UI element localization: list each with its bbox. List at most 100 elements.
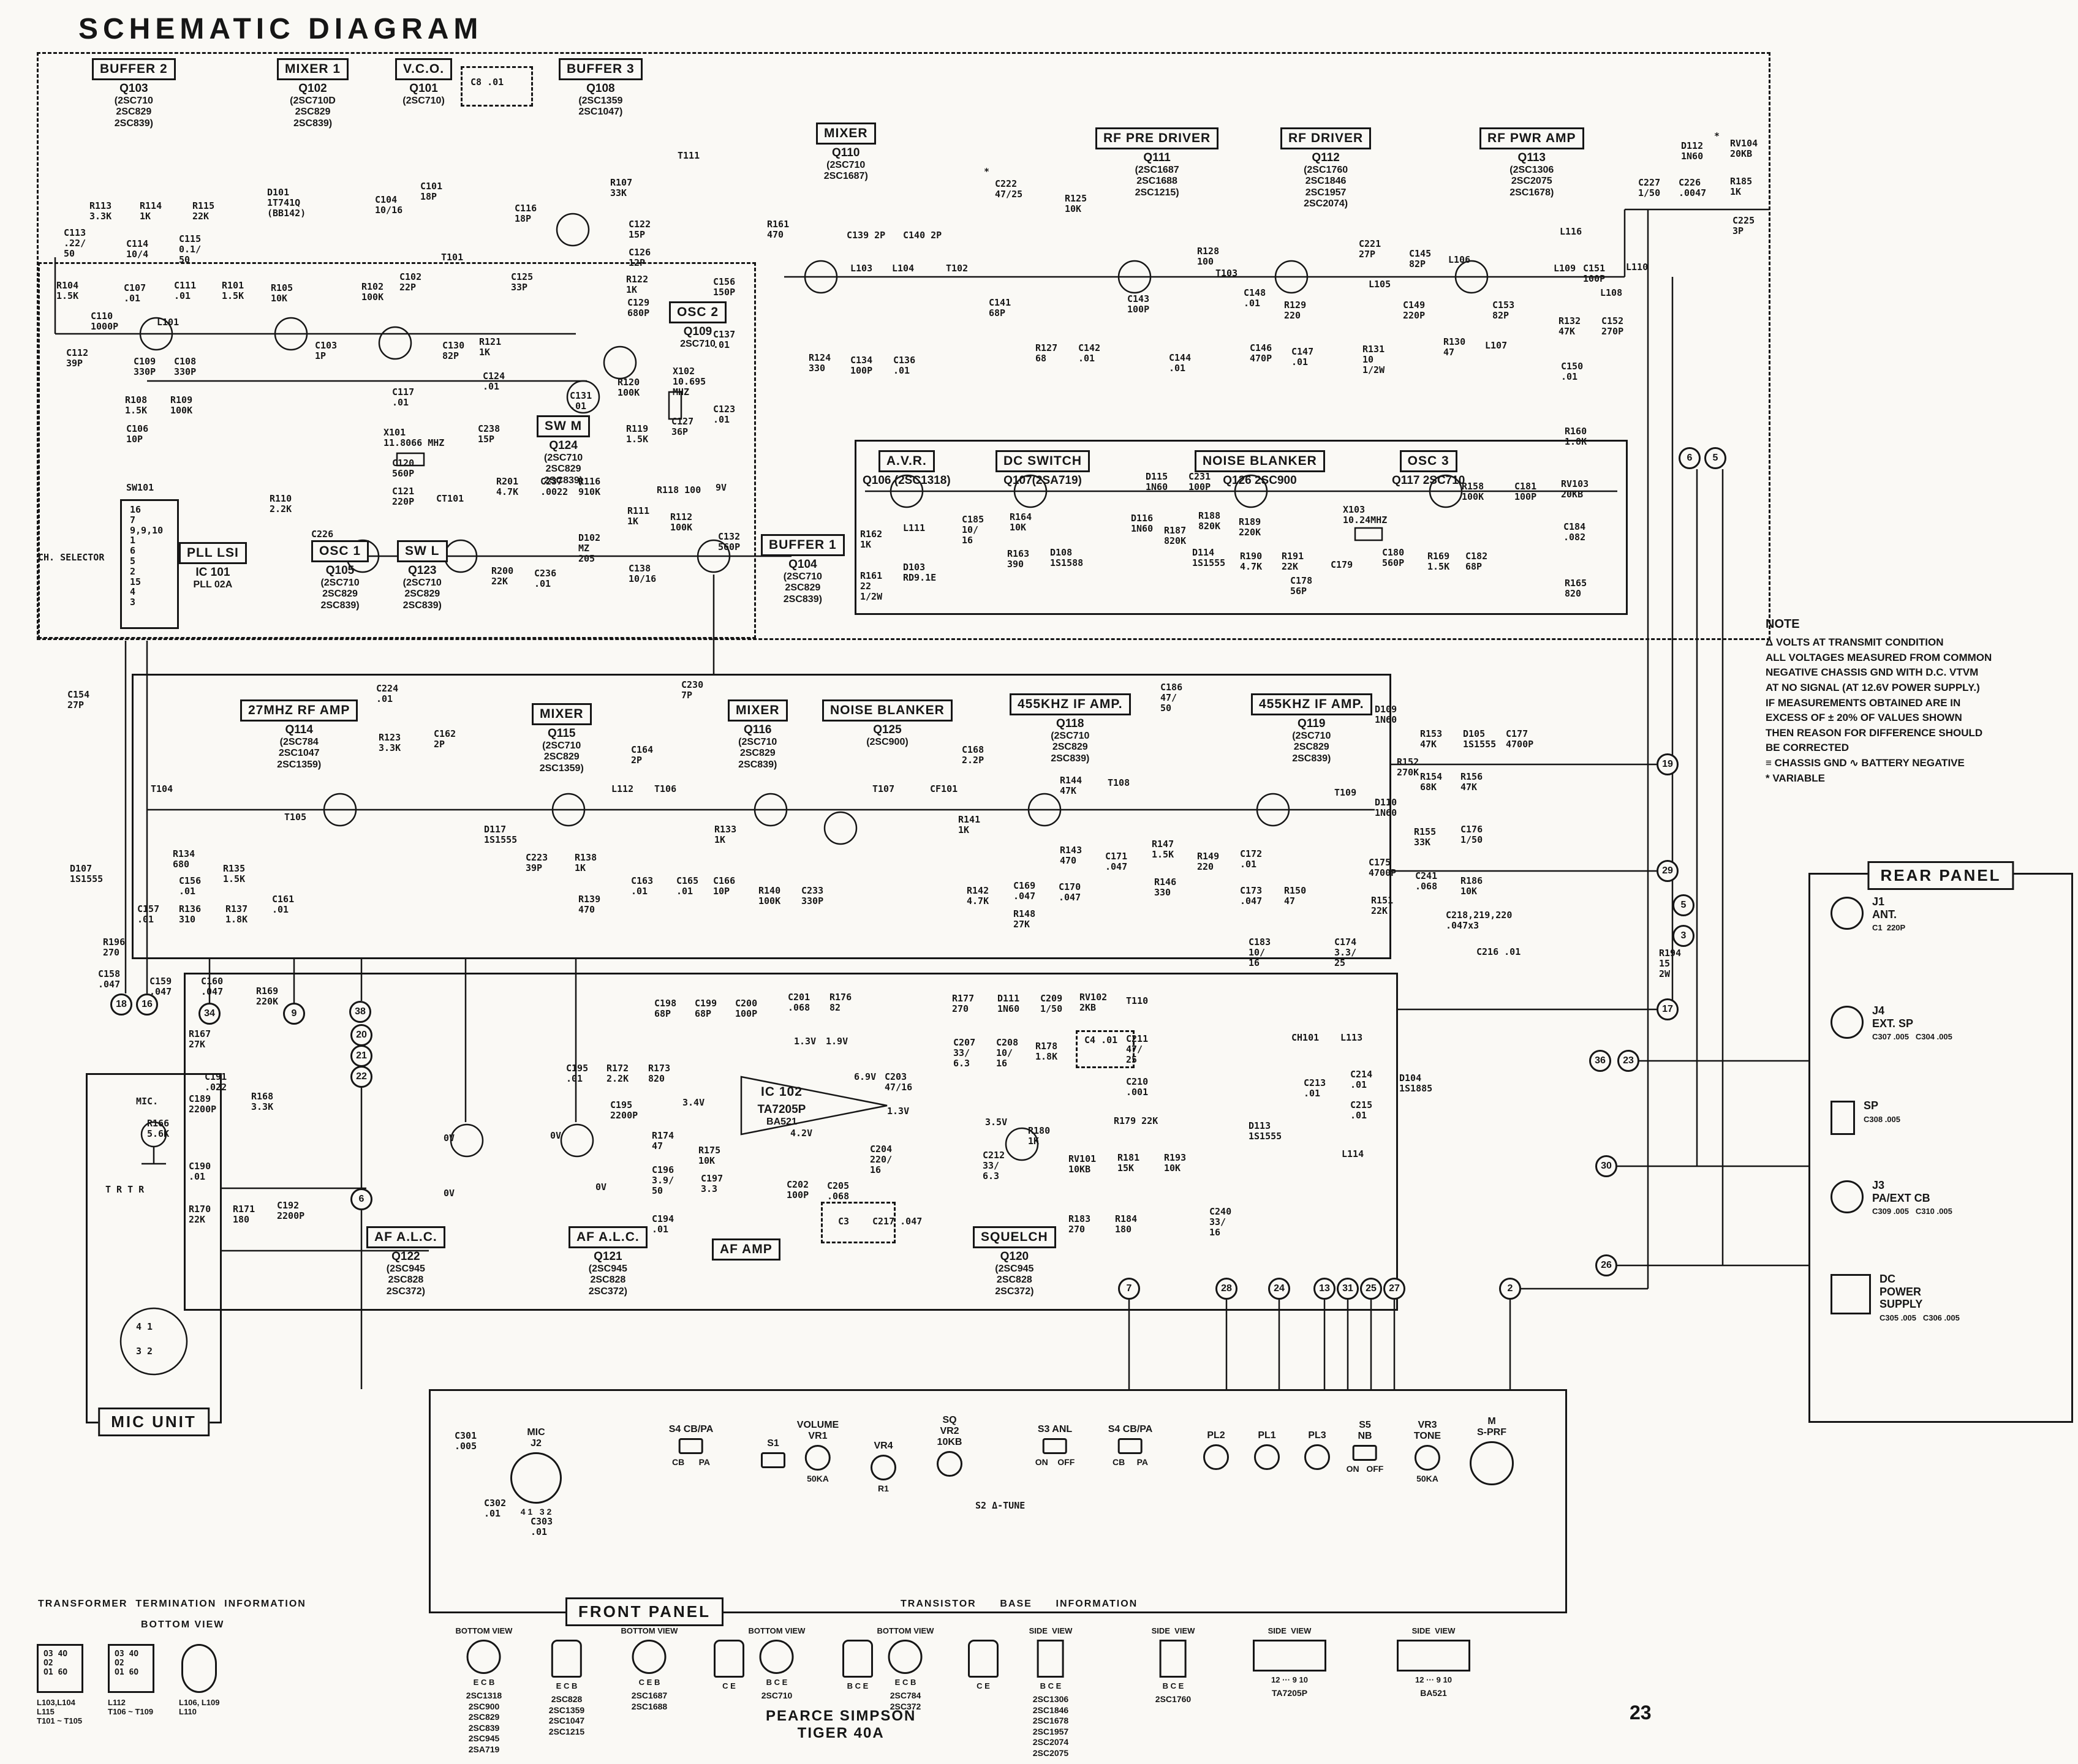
component-label: C106 10P bbox=[126, 423, 149, 445]
component-label: 1.3V bbox=[794, 1036, 817, 1047]
component-label: D115 1N60 bbox=[1146, 471, 1168, 492]
component-label: R122 1K bbox=[626, 274, 649, 295]
component-label: R187 820K bbox=[1164, 525, 1187, 546]
component-label: 3.4V bbox=[682, 1097, 705, 1108]
component-label: R193 10K bbox=[1164, 1152, 1187, 1174]
component-label: R108 1.5K bbox=[125, 394, 148, 416]
block-designator: Q125 bbox=[873, 723, 902, 736]
component-label: SW101 bbox=[126, 482, 154, 493]
block-label: OSC 1 bbox=[311, 540, 369, 562]
component-label: C238 15P bbox=[478, 423, 501, 445]
component-label: R176 82 bbox=[829, 992, 852, 1013]
block-designator: Q112 bbox=[1312, 151, 1340, 164]
component-label: R119 1.5K bbox=[626, 423, 649, 445]
block-label: A.V.R. bbox=[878, 450, 935, 472]
view-label: BOTTOM VIEW bbox=[877, 1626, 934, 1635]
component-label: 0V bbox=[444, 1188, 455, 1199]
connector-25: 25 bbox=[1360, 1278, 1382, 1300]
meter-glyph bbox=[1470, 1441, 1514, 1485]
connector-3: 3 bbox=[1672, 925, 1695, 947]
component-label: C127 36P bbox=[671, 416, 694, 437]
box-glyph bbox=[1831, 1274, 1871, 1314]
block-part-number: 2SC829 bbox=[295, 107, 331, 118]
block-designator: Q113 bbox=[1517, 151, 1546, 164]
component-label: MIC. bbox=[136, 1096, 159, 1107]
component-label: R164 10K bbox=[1010, 511, 1032, 533]
component-label: C209 1/50 bbox=[1040, 993, 1063, 1014]
brand-name: PEARCE SIMPSON TIGER 40A bbox=[766, 1708, 916, 1742]
component-label: C240 33/ 16 bbox=[1209, 1206, 1232, 1238]
component-label: C131 .01 bbox=[570, 390, 592, 412]
component-label: CT101 bbox=[436, 493, 464, 504]
component-label: C217 .047 bbox=[872, 1216, 923, 1227]
component-label: R167 27K bbox=[189, 1028, 211, 1050]
component-label: C186 47/ 50 bbox=[1160, 682, 1183, 714]
control-label: S4 CB/PA bbox=[668, 1424, 714, 1434]
component-label: R165 820 bbox=[1565, 578, 1587, 599]
component-label: C226 .0047 bbox=[1679, 177, 1707, 198]
front-panel-control-pl1: PL1 bbox=[1254, 1430, 1280, 1473]
component-label: R169 220K bbox=[256, 986, 279, 1007]
block-part-number: 2SC828 bbox=[590, 1275, 626, 1286]
component-label: R144 47K bbox=[1060, 775, 1082, 796]
connector-31: 31 bbox=[1337, 1278, 1359, 1300]
component-label: R154 68K bbox=[1420, 771, 1443, 793]
component-label: C134 100P bbox=[850, 355, 873, 376]
component-label: R142 4.7K bbox=[967, 885, 989, 907]
speaker-glyph bbox=[1831, 1101, 1855, 1135]
component-label: C195 .01 bbox=[566, 1063, 589, 1084]
jack-label: DC POWER SUPPLY bbox=[1880, 1273, 1923, 1311]
block-label: AF AMP bbox=[712, 1238, 780, 1261]
block-label: PLL LSI bbox=[179, 542, 247, 564]
component-label: C3 bbox=[838, 1216, 850, 1227]
component-label: R200 22K bbox=[491, 565, 514, 587]
component-label: C121 220P bbox=[392, 486, 415, 507]
component-label: C180 560P bbox=[1382, 547, 1405, 568]
component-label: T R T R bbox=[105, 1184, 145, 1195]
component-label: R141 1K bbox=[958, 814, 981, 835]
control-label: S5 NB bbox=[1358, 1420, 1372, 1441]
component-label: C159 .047 bbox=[149, 976, 172, 997]
component-label: R181 15K bbox=[1117, 1152, 1140, 1174]
component-label: 1.3V bbox=[887, 1106, 910, 1117]
component-label: C174 3.3/ 25 bbox=[1334, 937, 1357, 968]
switch-glyph bbox=[1352, 1444, 1377, 1461]
component-label: C104 10/16 bbox=[375, 194, 403, 216]
pot-glyph bbox=[1415, 1444, 1440, 1471]
component-label: C208 10/ 16 bbox=[996, 1037, 1019, 1069]
block-part-number: 2SC1359) bbox=[277, 759, 322, 770]
view-label bbox=[968, 1626, 999, 1636]
block-part-number: 2SC1957 bbox=[1305, 187, 1347, 198]
connector-24: 24 bbox=[1268, 1278, 1290, 1300]
component-label: C168 2.2P bbox=[962, 744, 984, 766]
component-label: R139 470 bbox=[578, 894, 601, 915]
component-label: 16 7 9,9,10 1 6 5 2 15 4 3 bbox=[130, 504, 164, 608]
pin-labels: 12 ··· 9 10 bbox=[1415, 1675, 1452, 1684]
component-label: C237 .0022 bbox=[540, 476, 569, 497]
view-label: BOTTOM VIEW bbox=[748, 1626, 806, 1635]
block-part-number: (2SC710 bbox=[1051, 731, 1090, 741]
transformer-parts: L103,L104 L115 T101 ~ T105 bbox=[37, 1698, 83, 1725]
view-label bbox=[842, 1626, 873, 1636]
connector-13: 13 bbox=[1313, 1278, 1336, 1300]
component-label: C197 3.3 bbox=[701, 1173, 724, 1194]
block-part-number: (2SC710 bbox=[826, 160, 866, 170]
component-label: 0V bbox=[595, 1182, 607, 1193]
transistor-legend-item: C E bbox=[968, 1626, 999, 1694]
